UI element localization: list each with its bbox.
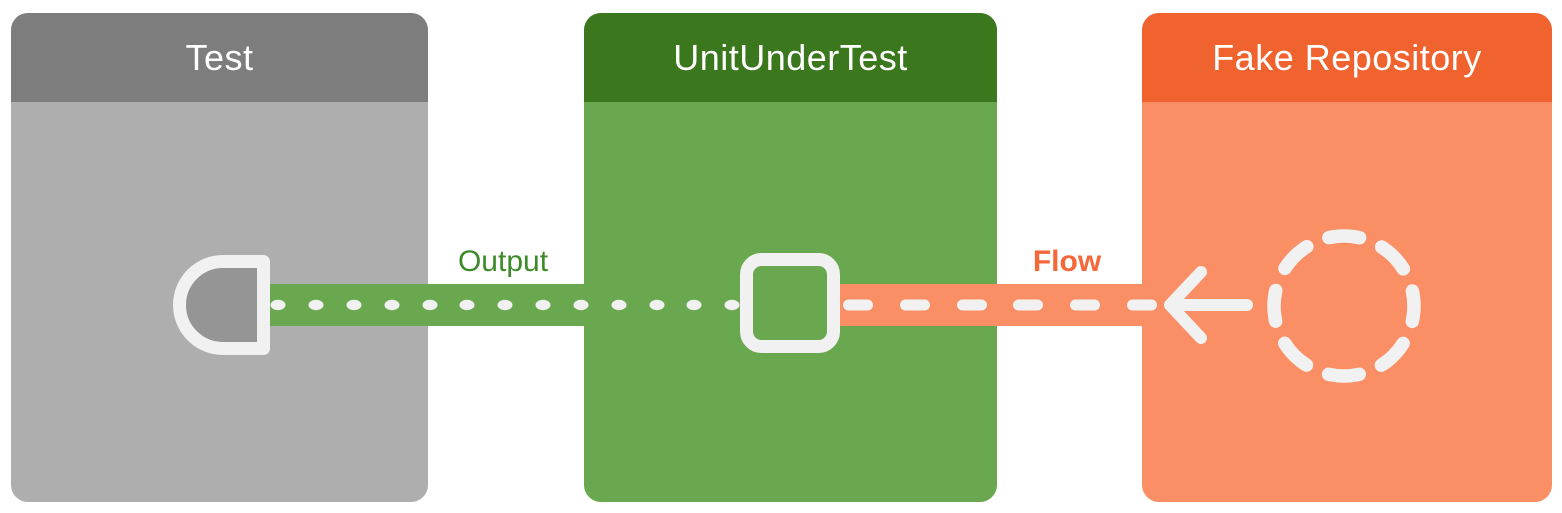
dash [1013, 299, 1043, 311]
box-unit-under-test-header: UnitUnderTest [584, 13, 997, 102]
box-test-header: Test [11, 13, 428, 102]
dot [497, 299, 513, 311]
box-test-title: Test [185, 36, 254, 78]
box-test: Test [11, 13, 428, 502]
flow-connector-label: Flow [1032, 245, 1102, 278]
box-fake-repository-title: Fake Repository [1212, 36, 1482, 78]
box-unit-under-test: UnitUnderTest [584, 13, 997, 502]
box-fake-repository-header: Fake Repository [1142, 13, 1552, 102]
dot [535, 299, 551, 311]
dot [459, 299, 475, 311]
box-unit-under-test-title: UnitUnderTest [673, 36, 908, 78]
output-connector-label: Output [457, 245, 549, 278]
box-fake-repository: Fake Repository [1142, 13, 1552, 502]
dash [1070, 299, 1100, 311]
